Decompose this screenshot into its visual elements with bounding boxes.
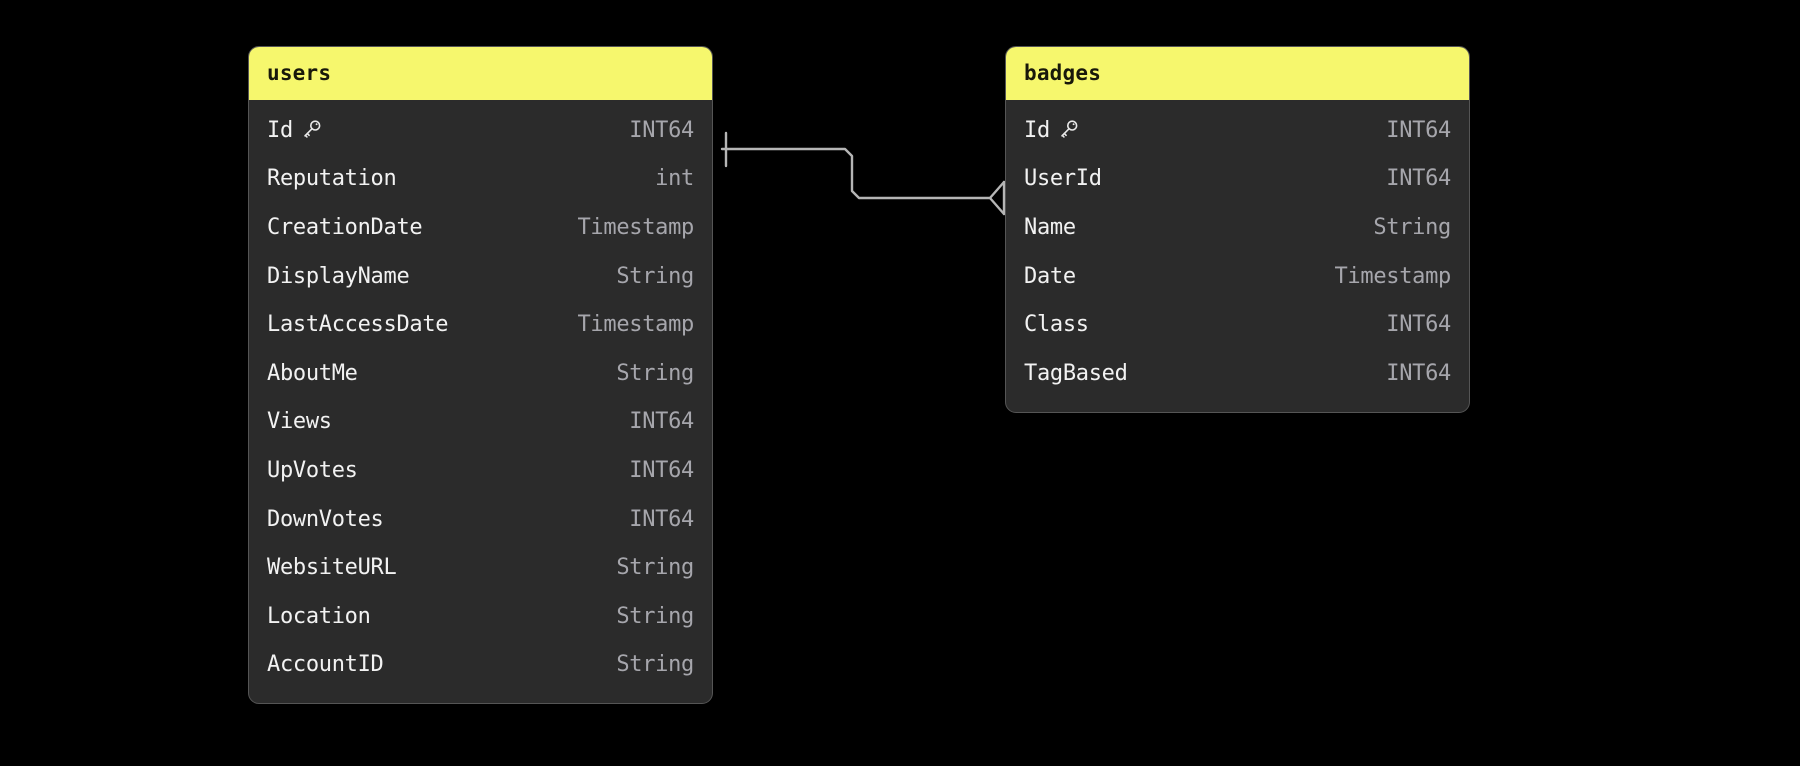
field-type: INT64 xyxy=(629,506,694,532)
field-row[interactable]: UpVotes INT64 xyxy=(249,446,712,495)
field-name-group: Date xyxy=(1024,264,1076,289)
field-type: String xyxy=(616,360,694,386)
field-row[interactable]: WebsiteURL String xyxy=(249,543,712,592)
field-type: INT64 xyxy=(1386,166,1451,192)
field-name: Name xyxy=(1024,214,1076,240)
field-name-group: Class xyxy=(1024,312,1089,337)
field-name: AccountID xyxy=(267,652,384,678)
key-icon xyxy=(1059,119,1079,139)
field-name: DisplayName xyxy=(267,263,410,289)
cardinality-many-marker xyxy=(988,180,1006,216)
field-row[interactable]: Name String xyxy=(1006,203,1469,252)
field-row[interactable]: AccountID String xyxy=(249,641,712,690)
field-name: CreationDate xyxy=(267,214,423,240)
field-name-group: Name xyxy=(1024,215,1076,240)
field-row[interactable]: Date Timestamp xyxy=(1006,252,1469,301)
field-name-group: Id xyxy=(1024,118,1079,143)
field-type: String xyxy=(616,652,694,678)
field-type: String xyxy=(616,555,694,581)
field-row[interactable]: Reputation int xyxy=(249,155,712,204)
field-row[interactable]: AboutMe String xyxy=(249,349,712,398)
field-type: int xyxy=(655,166,694,192)
field-name: AboutMe xyxy=(267,360,358,386)
field-row[interactable]: CreationDate Timestamp xyxy=(249,203,712,252)
field-name-group: Location xyxy=(267,604,371,629)
field-name: WebsiteURL xyxy=(267,555,397,581)
field-row[interactable]: Class INT64 xyxy=(1006,300,1469,349)
field-row[interactable]: DisplayName String xyxy=(249,252,712,301)
field-row[interactable]: Location String xyxy=(249,592,712,641)
field-row[interactable]: Id INT64 xyxy=(249,106,712,155)
field-name: Views xyxy=(267,409,332,435)
field-type: String xyxy=(616,603,694,629)
field-name: Id xyxy=(1024,117,1050,143)
field-row[interactable]: Id INT64 xyxy=(1006,106,1469,155)
field-type: INT64 xyxy=(629,457,694,483)
field-name-group: LastAccessDate xyxy=(267,312,449,338)
field-name-group: Views xyxy=(267,409,332,434)
field-type: Timestamp xyxy=(577,214,694,240)
field-name-group: DisplayName xyxy=(267,263,410,289)
field-name: Id xyxy=(267,117,293,143)
field-row[interactable]: Views INT64 xyxy=(249,398,712,447)
field-type: String xyxy=(1373,214,1451,240)
field-type: INT64 xyxy=(629,117,694,143)
field-name-group: UserId xyxy=(1024,166,1102,191)
field-name-group: Reputation xyxy=(267,166,397,192)
field-name-group: AboutMe xyxy=(267,361,358,386)
field-name-group: WebsiteURL xyxy=(267,555,397,581)
field-row[interactable]: TagBased INT64 xyxy=(1006,349,1469,398)
relationship-line-users-badges xyxy=(720,147,992,200)
field-type: INT64 xyxy=(1386,360,1451,386)
key-icon xyxy=(302,119,322,139)
field-name-group: AccountID xyxy=(267,652,384,677)
field-row[interactable]: LastAccessDate Timestamp xyxy=(249,300,712,349)
entity-title-badges[interactable]: badges xyxy=(1006,47,1469,100)
field-name-group: TagBased xyxy=(1024,361,1128,386)
entity-title-users[interactable]: users xyxy=(249,47,712,100)
field-name-group: CreationDate xyxy=(267,214,423,240)
field-type: INT64 xyxy=(1386,117,1451,143)
field-name: LastAccessDate xyxy=(267,312,449,338)
field-name: Location xyxy=(267,603,371,629)
field-type: INT64 xyxy=(629,409,694,435)
field-name-group: UpVotes xyxy=(267,458,358,483)
field-row[interactable]: UserId INT64 xyxy=(1006,155,1469,204)
field-type: INT64 xyxy=(1386,312,1451,338)
field-name: Reputation xyxy=(267,166,397,192)
field-name: TagBased xyxy=(1024,360,1128,386)
field-name-group: DownVotes xyxy=(267,507,384,532)
field-type: Timestamp xyxy=(1334,263,1451,289)
field-name: Date xyxy=(1024,263,1076,289)
field-name: Class xyxy=(1024,312,1089,338)
field-name: DownVotes xyxy=(267,506,384,532)
field-type: String xyxy=(616,263,694,289)
field-name: UpVotes xyxy=(267,457,358,483)
field-row[interactable]: DownVotes INT64 xyxy=(249,495,712,544)
field-name-group: Id xyxy=(267,118,322,143)
field-name: UserId xyxy=(1024,166,1102,192)
field-type: Timestamp xyxy=(577,312,694,338)
